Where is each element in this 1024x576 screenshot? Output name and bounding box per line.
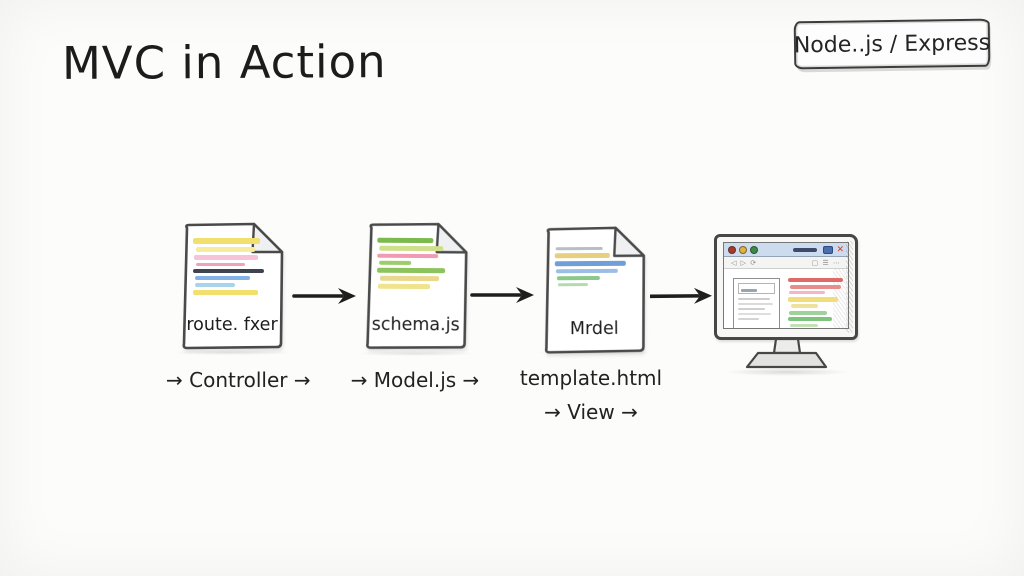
card-text-lines — [738, 298, 775, 320]
code-line — [377, 253, 439, 259]
code-highlight-lines — [375, 237, 451, 293]
document-page-icon — [544, 226, 646, 354]
code-line — [193, 269, 264, 273]
code-line — [380, 275, 440, 282]
code-line — [379, 260, 412, 265]
tech-stack-badge: Node..js / Express — [793, 18, 991, 70]
toolbar-menu-icons: ▢ ☰ ⋯ — [811, 258, 841, 267]
code-line — [738, 318, 760, 320]
flow-arrow-icon — [470, 287, 534, 303]
code-line — [196, 247, 256, 252]
caption-model-js: → Model.js → — [350, 368, 480, 392]
flow-arrow-icon — [292, 288, 356, 304]
bezel-hatching — [846, 241, 853, 333]
code-line — [554, 252, 610, 259]
code-highlight-lines — [553, 246, 629, 290]
document-filename: schema.js — [371, 314, 460, 336]
page-card — [733, 278, 780, 328]
browser-window: ✕ ◁ ▷ ⟳ ▢ ☰ ⋯ — [723, 242, 849, 329]
flow-arrow-icon — [649, 287, 712, 304]
document-filename: Mrdel — [569, 318, 619, 340]
document-shadow — [172, 350, 292, 355]
traffic-light-yellow-icon — [739, 245, 747, 254]
monitor-bezel: ✕ ◁ ▷ ⟳ ▢ ☰ ⋯ — [714, 234, 858, 340]
document-shadow — [536, 350, 654, 355]
badge-label: Node..js / Express — [793, 30, 991, 58]
code-line — [738, 298, 770, 300]
code-line — [738, 308, 765, 310]
code-line — [193, 290, 259, 295]
rendered-page-content — [724, 269, 848, 328]
browser-toolbar: ◁ ▷ ⟳ ▢ ☰ ⋯ — [724, 257, 848, 269]
code-line — [738, 313, 771, 315]
document-shadow — [356, 351, 476, 356]
code-line — [557, 283, 589, 287]
minimize-icon — [823, 245, 834, 254]
code-line — [195, 283, 235, 287]
traffic-light-red-icon — [728, 245, 736, 254]
sketch-hatching — [833, 269, 848, 328]
code-line — [789, 291, 825, 294]
toolbar-nav-icons: ◁ ▷ ⟳ — [731, 258, 758, 267]
code-line — [554, 260, 626, 267]
browser-titlebar: ✕ — [724, 243, 848, 257]
code-line — [377, 283, 430, 290]
code-highlight-lines — [191, 238, 267, 298]
code-line — [790, 323, 818, 327]
code-line — [193, 238, 260, 244]
code-line — [556, 275, 600, 281]
document-router: route. fxer — [176, 221, 290, 351]
code-line — [788, 278, 843, 282]
code-line — [738, 303, 773, 305]
window-title-scribble — [793, 247, 818, 252]
monitor-stand — [745, 338, 828, 369]
code-line — [379, 245, 444, 252]
code-line — [377, 267, 446, 274]
page-highlight-lines — [788, 278, 846, 328]
caption-template-html: template.html — [519, 366, 663, 390]
code-line — [196, 263, 245, 266]
document-filename: route. fxer — [186, 315, 278, 335]
page-title: MVC in Action — [61, 35, 387, 90]
caption-controller: → Controller → — [166, 368, 311, 392]
code-line — [555, 268, 619, 274]
close-icon: ✕ — [836, 244, 844, 255]
code-line — [377, 237, 434, 244]
code-line — [790, 284, 842, 289]
code-line — [788, 317, 833, 321]
code-line — [194, 255, 258, 260]
document-model: Mrdel — [538, 225, 653, 356]
code-line — [555, 246, 603, 251]
code-line — [195, 276, 250, 280]
code-line — [788, 296, 838, 302]
code-line — [789, 310, 828, 315]
browser-monitor: ✕ ◁ ▷ ⟳ ▢ ☰ ⋯ — [714, 234, 860, 380]
caption-view: → View → — [544, 400, 638, 424]
document-schema: schema.js — [360, 221, 475, 352]
traffic-light-green-icon — [750, 245, 758, 254]
code-line — [791, 304, 818, 308]
card-thumbnail — [738, 283, 775, 294]
monitor-shadow — [724, 368, 850, 376]
